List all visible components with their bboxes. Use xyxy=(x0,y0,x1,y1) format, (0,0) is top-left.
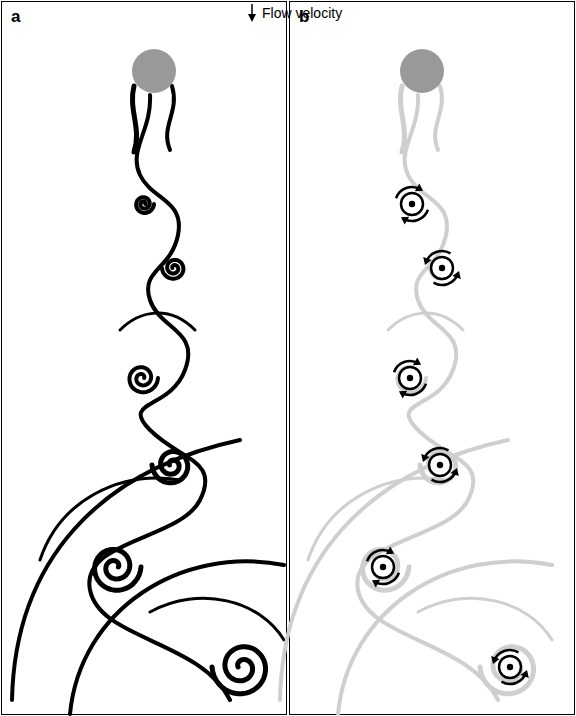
rotation-arrow-head xyxy=(452,271,460,279)
vortex-center xyxy=(439,265,445,271)
vortex-wake-faded xyxy=(280,86,552,714)
rotation-arrow-head xyxy=(450,468,458,476)
cylinder xyxy=(132,49,176,93)
vortex-center xyxy=(380,564,386,570)
vortex-center xyxy=(437,462,443,468)
rotation-arrow-head xyxy=(491,656,499,664)
vortex-center xyxy=(409,201,415,207)
vortex-symbols xyxy=(367,183,529,684)
cylinder xyxy=(400,49,444,93)
rotation-arrow-head xyxy=(401,217,409,225)
vortex-core xyxy=(372,556,394,578)
vortex-center xyxy=(407,375,413,381)
panel-letter: a xyxy=(11,7,20,27)
panel-frame xyxy=(290,2,575,715)
rotation-arrow-head xyxy=(413,357,421,365)
vortex-center xyxy=(507,664,513,670)
rotation-arrow-head xyxy=(520,670,528,678)
vortex-core xyxy=(499,656,521,678)
vortex-core xyxy=(399,367,421,389)
vortex-core xyxy=(431,257,453,279)
rotation-arrow-head xyxy=(423,257,431,265)
vortex-core xyxy=(429,454,451,476)
rotation-arrow-head xyxy=(415,183,423,191)
rotation-arrow-head xyxy=(372,580,380,588)
rotation-arrow-head xyxy=(421,454,429,462)
rotation-arrow-head xyxy=(399,391,407,399)
panel-frame xyxy=(2,2,287,715)
vortex-core xyxy=(401,193,423,215)
vortex-wake xyxy=(12,86,284,714)
flow-arrow-head xyxy=(248,14,256,22)
flow-label: Flow velocity xyxy=(262,5,342,21)
rotation-arrow-head xyxy=(386,546,394,554)
